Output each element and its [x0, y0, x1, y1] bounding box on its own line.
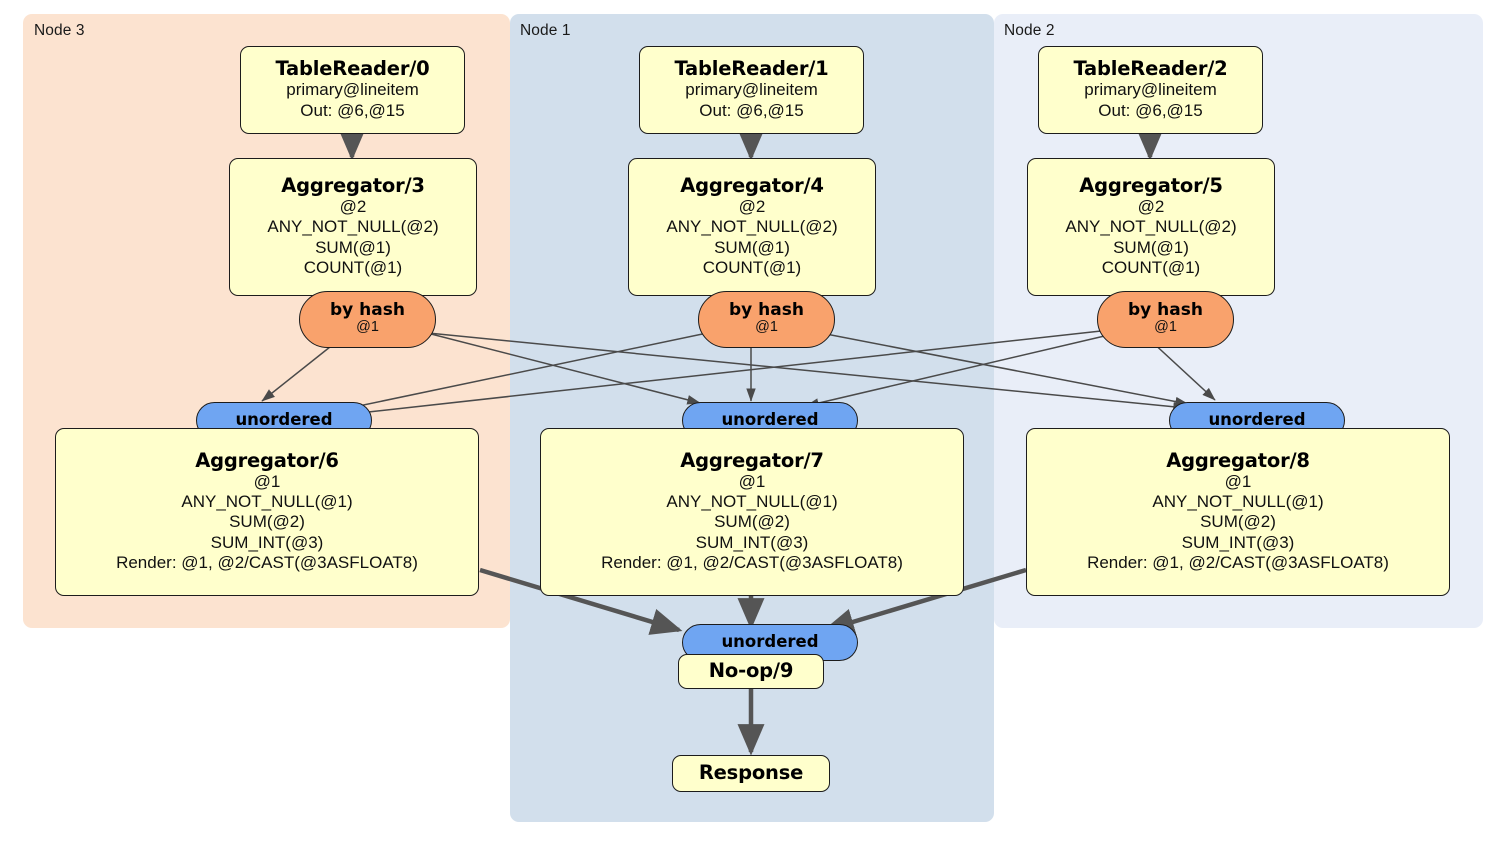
router-label: by hash	[729, 300, 804, 321]
node-tablereader-0[interactable]: TableReader/0 primary@lineitem Out: @6,@…	[240, 46, 465, 134]
node-line: ANY_NOT_NULL(@2)	[267, 217, 439, 237]
node-title: Response	[698, 761, 804, 784]
node-line: Out: @6,@15	[699, 100, 804, 120]
node-line: ANY_NOT_NULL(@1)	[666, 492, 838, 512]
node-aggregator-7[interactable]: Aggregator/7 @1 ANY_NOT_NULL(@1) SUM(@2)…	[540, 428, 964, 596]
node-line: @2	[339, 197, 367, 217]
node-title: Aggregator/4	[680, 174, 824, 198]
node-line: ANY_NOT_NULL(@1)	[1152, 492, 1324, 512]
node-aggregator-3[interactable]: Aggregator/3 @2 ANY_NOT_NULL(@2) SUM(@1)…	[229, 158, 477, 296]
node-line: COUNT(@1)	[1101, 257, 1201, 277]
node-title: Aggregator/5	[1079, 174, 1223, 198]
node-line: @1	[253, 472, 281, 492]
router-column: @1	[356, 318, 379, 335]
node-line: primary@lineitem	[286, 80, 419, 100]
node-line: @2	[1137, 197, 1165, 217]
node-line: SUM(@1)	[315, 237, 391, 257]
router-column: @1	[1154, 318, 1177, 335]
node-aggregator-8[interactable]: Aggregator/8 @1 ANY_NOT_NULL(@1) SUM(@2)…	[1026, 428, 1450, 596]
synchronizer-label: unordered	[721, 632, 819, 652]
router-label: by hash	[330, 300, 405, 321]
node-render-line: Render: @1, @2/CAST(@3ASFLOAT8)	[116, 552, 418, 572]
node-line: Out: @6,@15	[1098, 100, 1203, 120]
node-render-line: Render: @1, @2/CAST(@3ASFLOAT8)	[1087, 552, 1389, 572]
node-line: SUM_INT(@3)	[695, 532, 809, 552]
node-tablereader-2[interactable]: TableReader/2 primary@lineitem Out: @6,@…	[1038, 46, 1263, 134]
node-line: primary@lineitem	[685, 80, 818, 100]
node-title: TableReader/2	[1073, 57, 1228, 81]
node-title: Aggregator/3	[281, 174, 425, 198]
node-title: Aggregator/8	[1166, 449, 1310, 473]
node-aggregator-6[interactable]: Aggregator/6 @1 ANY_NOT_NULL(@1) SUM(@2)…	[55, 428, 479, 596]
node-line: @1	[738, 472, 766, 492]
node-line: SUM(@1)	[714, 237, 790, 257]
node-title: TableReader/1	[674, 57, 829, 81]
node-line: ANY_NOT_NULL(@2)	[1065, 217, 1237, 237]
node-aggregator-5[interactable]: Aggregator/5 @2 ANY_NOT_NULL(@2) SUM(@1)…	[1027, 158, 1275, 296]
node-title: No-op/9	[708, 659, 794, 682]
node-line: Out: @6,@15	[300, 100, 405, 120]
node-title: TableReader/0	[275, 57, 430, 81]
node-line: COUNT(@1)	[702, 257, 802, 277]
node-line: SUM_INT(@3)	[210, 532, 324, 552]
panel-label-node3: Node 3	[34, 22, 85, 39]
router-by-hash-4[interactable]: by hash @1	[698, 291, 835, 348]
synchronizer-label: unordered	[235, 410, 333, 430]
node-line: SUM(@1)	[1113, 237, 1189, 257]
node-line: @2	[738, 197, 766, 217]
node-line: SUM(@2)	[229, 512, 305, 532]
node-noop-9[interactable]: No-op/9	[678, 654, 824, 689]
synchronizer-label: unordered	[1208, 410, 1306, 430]
node-line: SUM(@2)	[714, 512, 790, 532]
node-line: ANY_NOT_NULL(@2)	[666, 217, 838, 237]
node-line: SUM_INT(@3)	[1181, 532, 1295, 552]
router-by-hash-3[interactable]: by hash @1	[299, 291, 436, 348]
node-line: ANY_NOT_NULL(@1)	[181, 492, 353, 512]
router-by-hash-5[interactable]: by hash @1	[1097, 291, 1234, 348]
router-label: by hash	[1128, 300, 1203, 321]
node-tablereader-1[interactable]: TableReader/1 primary@lineitem Out: @6,@…	[639, 46, 864, 134]
router-column: @1	[755, 318, 778, 335]
node-line: @1	[1224, 472, 1252, 492]
node-line: SUM(@2)	[1200, 512, 1276, 532]
node-aggregator-4[interactable]: Aggregator/4 @2 ANY_NOT_NULL(@2) SUM(@1)…	[628, 158, 876, 296]
node-line: COUNT(@1)	[303, 257, 403, 277]
panel-label-node2: Node 2	[1004, 22, 1055, 39]
node-line: primary@lineitem	[1084, 80, 1217, 100]
node-title: Aggregator/7	[680, 449, 824, 473]
node-title: Aggregator/6	[195, 449, 339, 473]
node-render-line: Render: @1, @2/CAST(@3ASFLOAT8)	[601, 552, 903, 572]
panel-label-node1: Node 1	[520, 22, 571, 39]
node-response[interactable]: Response	[672, 755, 830, 792]
synchronizer-label: unordered	[721, 410, 819, 430]
